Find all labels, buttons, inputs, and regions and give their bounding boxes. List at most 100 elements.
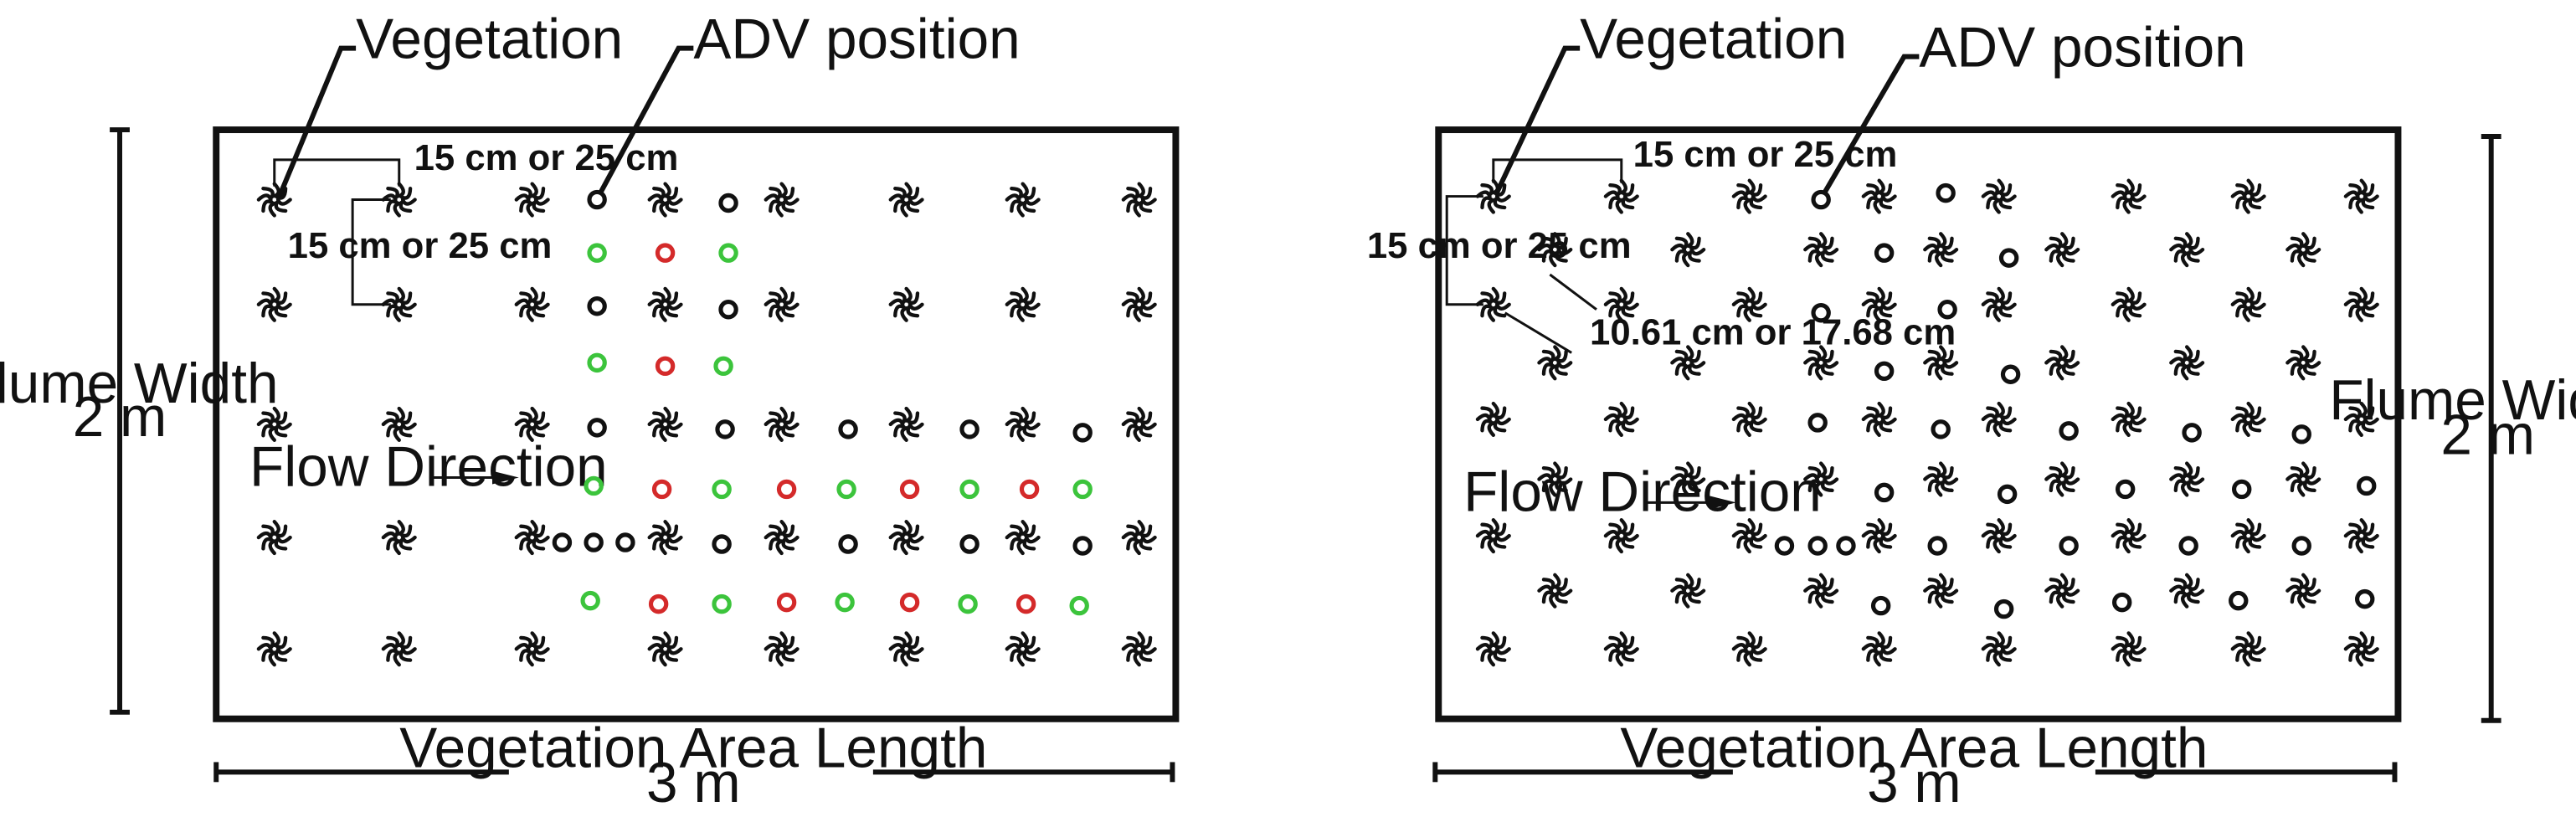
vegetation-plant-icon [1475, 286, 1511, 322]
adv-points-right [1774, 182, 2377, 619]
vegetation-plant-icon [1981, 286, 2017, 322]
vertical-spacing-bracket-right [1445, 195, 1483, 306]
adv-position-marker-red [655, 356, 676, 377]
adv-position-marker-green [1069, 595, 1089, 616]
adv-position-marker-black [1774, 536, 1795, 556]
vegetation-plant-icon [1537, 232, 1573, 268]
adv-position-marker-black [2115, 479, 2136, 500]
vegetation-plant-icon [1803, 345, 1839, 381]
adv-position-marker-black [2059, 421, 2079, 441]
adv-position-marker-black [2356, 475, 2377, 496]
flume-width-label-right: Flume Width [2329, 369, 2576, 432]
vegetation-plant-icon [2343, 286, 2379, 322]
vegetation-plant-icon [1670, 345, 1706, 381]
adv-position-marker-green [718, 243, 738, 263]
adv-position-marker-black [838, 534, 858, 554]
vegetation-plant-icon [2343, 518, 2379, 554]
adv-position-marker-black [1836, 536, 1856, 556]
vegetation-plant-icon [514, 286, 550, 322]
vegetation-plant-icon [2169, 232, 2205, 268]
adv-position-marker-black [1993, 599, 2014, 619]
vegetation-plant-icon [1603, 178, 1639, 214]
diagonal-spacing-line [1504, 311, 1572, 354]
vegetation-plant-icon [1803, 573, 1839, 609]
vegetation-plant-icon [1537, 573, 1573, 609]
vegetation-plant-icon [381, 286, 417, 322]
vegetation-plant-icon [2230, 631, 2266, 667]
vegetation-plant-icon [1923, 232, 1959, 268]
flume-width-value: 2 m [73, 386, 167, 449]
adv-position-marker-red [776, 592, 797, 613]
vegetation-plant-icon [1803, 232, 1839, 268]
vegetation-plant-icon [381, 631, 417, 667]
vegetation-plant-icon [1981, 401, 2017, 438]
vegetation-plant-icon [2111, 286, 2147, 322]
vegetation-plant-icon [1731, 631, 1767, 667]
vegetation-plant-icon [2111, 401, 2147, 438]
vegetation-plant-icon [514, 182, 550, 218]
adv-position-marker-black [1811, 189, 1831, 210]
vegetation-plant-icon [1121, 406, 1157, 442]
vegetation-plant-icon [2285, 573, 2321, 609]
vertical-spacing-label: 15 cm or 25 cm [288, 225, 553, 266]
vegetation-plant-icon [1121, 631, 1157, 667]
vegetation-plant-icon [2343, 401, 2379, 438]
adv-position-marker-black [2229, 590, 2249, 611]
adv-position-marker-red [1015, 593, 1036, 614]
adv-position-marker-black [1807, 536, 1828, 556]
adv-position-marker-black [615, 532, 635, 552]
adv-position-marker-green [587, 243, 607, 263]
vegetation-plant-icon [381, 406, 417, 442]
vegetation-plant-icon [1861, 286, 1897, 322]
vegetation-plant-icon [2230, 401, 2266, 438]
vegetation-area-length-value: 3 m [646, 752, 741, 814]
vegetation-plant-icon [1475, 178, 1511, 214]
adv-position-marker-black [712, 534, 732, 554]
vegetation-plant-icon [1121, 286, 1157, 322]
vegetation-plant-icon [256, 631, 292, 667]
adv-position-marker-green [587, 352, 607, 373]
vegetation-plant-icon [514, 631, 550, 667]
vertical-spacing-label-right: 15 cm or 25 cm [1367, 225, 1632, 266]
vegetation-plant-icon [1861, 631, 1897, 667]
vegetation-plant-icon [888, 286, 924, 322]
vegetation-plant-icon [256, 182, 292, 218]
vegetation-plant-icon [2044, 461, 2080, 497]
vegetation-plant-icon [647, 406, 683, 442]
vegetation-plant-icon [1861, 401, 1897, 438]
vegetation-plant-icon [1005, 631, 1041, 667]
adv-position-marker-green [835, 592, 855, 613]
adv-position-marker-green [836, 479, 856, 500]
vegetation-area-length-value-right: 3 m [1867, 752, 1962, 814]
adv-position-marker-black [1870, 595, 1891, 616]
vegetation-plant-icon [1005, 406, 1041, 442]
vegetation-plant-icon [1861, 518, 1897, 554]
vegetation-plant-icon [1603, 631, 1639, 667]
vegetation-plant-icon [2343, 631, 2379, 667]
adv-position-marker-black [2232, 479, 2252, 500]
flume-width-value-right: 2 m [2440, 404, 2535, 467]
adv-position-marker-black [838, 419, 858, 439]
vegetation-area-length-label-right: Vegetation Area Length [1620, 717, 2208, 779]
vegetation-plant-icon [647, 286, 683, 322]
vegetation-plant-icon [1803, 461, 1839, 497]
adv-position-marker-black [2000, 364, 2021, 384]
left-panel: Flume Width 2 m Vegetation Area Length 3… [0, 8, 1180, 814]
vegetation-plant-icon [647, 631, 683, 667]
vegetation-plant-icon [888, 182, 924, 218]
vegetation-plant-icon [1670, 461, 1706, 497]
vegetation-plant-icon [1603, 401, 1639, 438]
adv-position-marker-black [1998, 248, 2019, 268]
vegetation-plant-icon [1005, 182, 1041, 218]
right-panel: Flume Width 2 m Vegetation Area Length 3… [1367, 8, 2576, 815]
vegetation-plant-icon [381, 182, 417, 218]
adv-position-marker-black [2059, 536, 2079, 556]
horizontal-spacing-bracket-right [1492, 158, 1623, 183]
vegetation-callout-label-right: Vegetation [1580, 8, 1847, 71]
adv-position-marker-black [2111, 592, 2132, 613]
vegetation-plant-icon [1121, 520, 1157, 556]
adv-position-marker-black [1874, 482, 1895, 503]
adv-position-marker-black [2182, 423, 2202, 443]
adv-position-marker-black [584, 532, 604, 552]
